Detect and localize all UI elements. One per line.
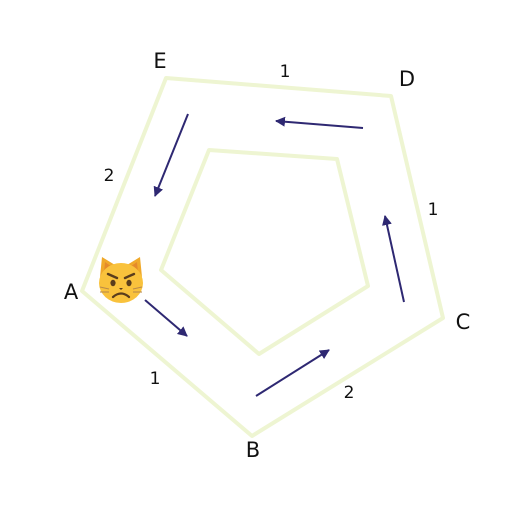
edge-weight-d-e: 1	[280, 62, 291, 82]
pouting-cat-face-icon	[99, 257, 143, 303]
vertex-label-b: B	[246, 438, 260, 462]
edge-weight-b-c: 2	[344, 383, 355, 403]
outer-track-border	[80, 76, 445, 438]
edge-weight-a-b: 1	[150, 369, 161, 389]
edge-weight-c-d: 1	[428, 200, 439, 220]
direction-arrow-c-d	[382, 215, 405, 303]
vertex-label-a: A	[64, 280, 79, 304]
direction-arrow-e-a	[153, 113, 189, 197]
direction-arrow-b-c	[255, 349, 330, 397]
direction-arrow-d-e	[275, 116, 364, 129]
vertex-label-c: C	[456, 310, 471, 334]
inner-track-border	[159, 148, 370, 356]
vertex-label-e: E	[153, 49, 166, 73]
edge-weight-e-a: 2	[104, 166, 115, 186]
direction-arrow-a-b	[144, 299, 188, 337]
vertex-label-d: D	[399, 67, 415, 91]
